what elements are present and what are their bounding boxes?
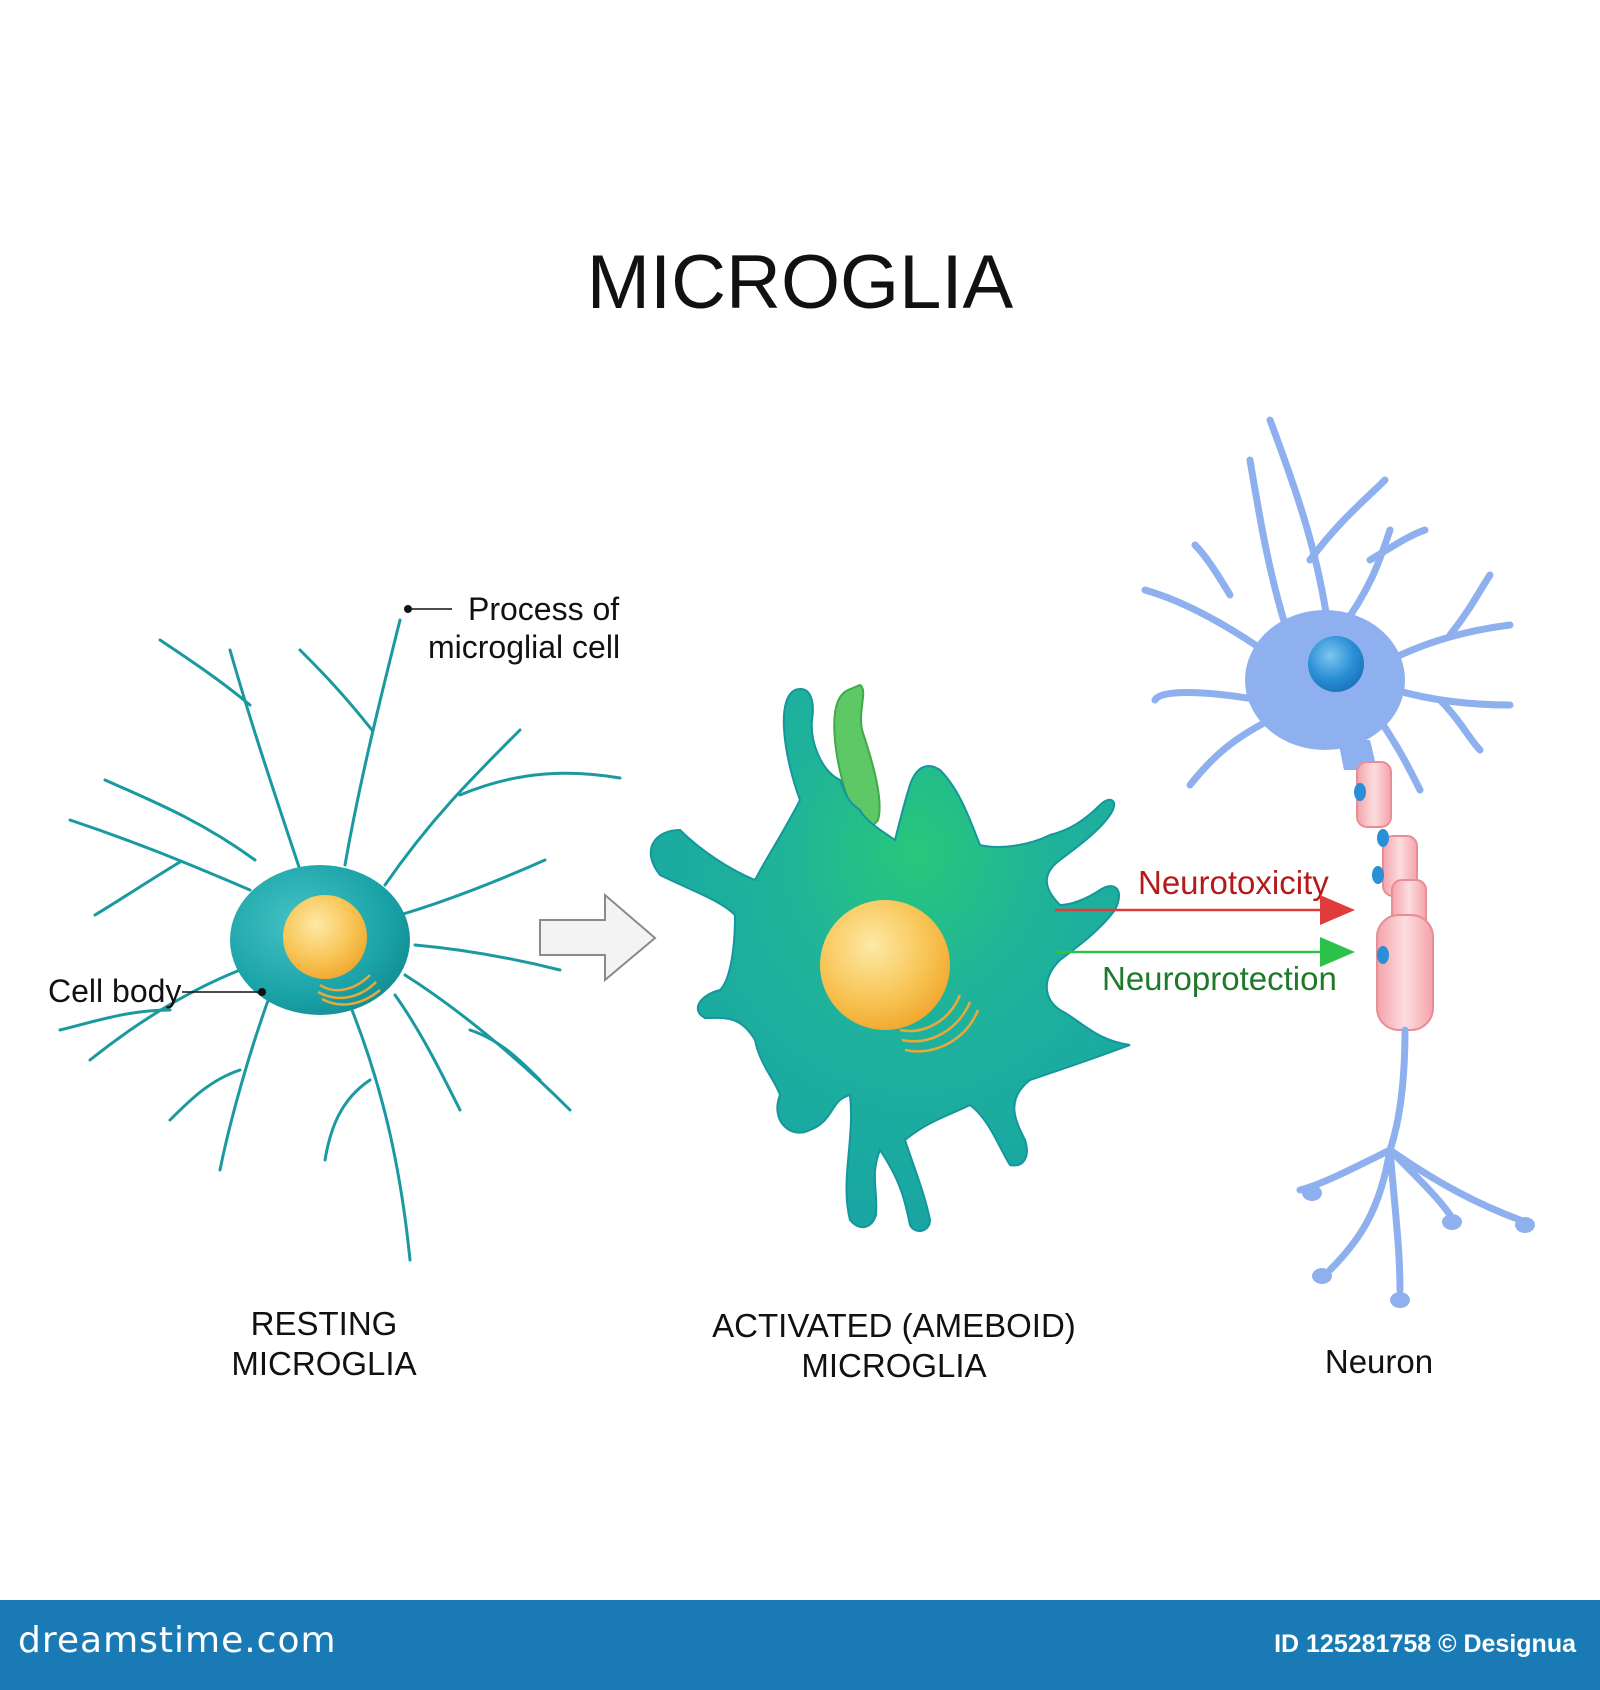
resting-microglia [58,618,622,1262]
neurotoxicity-label: Neurotoxicity [1138,864,1329,901]
resting-caption-line1: RESTING [251,1305,398,1342]
dreamstime-logo[interactable]: dreamstime.com [18,1620,337,1661]
golgi-apparatus [317,974,381,1006]
neuroprotection-label: Neuroprotection [1102,960,1337,997]
neuron [1141,416,1535,1308]
synaptic-boutons [1302,1185,1535,1308]
bacterium [833,683,881,828]
microglial-processes [58,618,622,1262]
nodes-of-ranvier [1354,783,1389,964]
myelin-sheath [1356,761,1434,1031]
image-credit: ID 125281758 © Designua [1274,1630,1576,1658]
cell-body-callout: Cell body [48,973,266,1009]
process-label-line1: Process of [468,591,619,627]
process-callout: Process of microglial cell [404,591,620,665]
resting-caption-line2: MICROGLIA [231,1345,416,1382]
activated-caption-line1: ACTIVATED (AMEBOID) [712,1307,1076,1344]
diagram-title: MICROGLIA [587,240,1014,325]
neuron-nucleus [1308,636,1364,692]
axon-terminals [1296,1026,1524,1294]
transition-arrow [539,892,657,983]
activated-nucleus [820,900,950,1030]
footer-bar: dreamstime.com ID 125281758 © Designua [0,1600,1600,1690]
activated-caption-line2: MICROGLIA [801,1347,986,1384]
activated-golgi [899,994,980,1053]
process-label-line2: microglial cell [428,629,620,665]
neuron-caption: Neuron [1325,1343,1433,1380]
nucleus [283,895,367,979]
cell-body-label: Cell body [48,973,181,1009]
activated-microglia [649,683,1131,1232]
effect-arrows: Neurotoxicity Neuroprotection [1055,864,1355,997]
